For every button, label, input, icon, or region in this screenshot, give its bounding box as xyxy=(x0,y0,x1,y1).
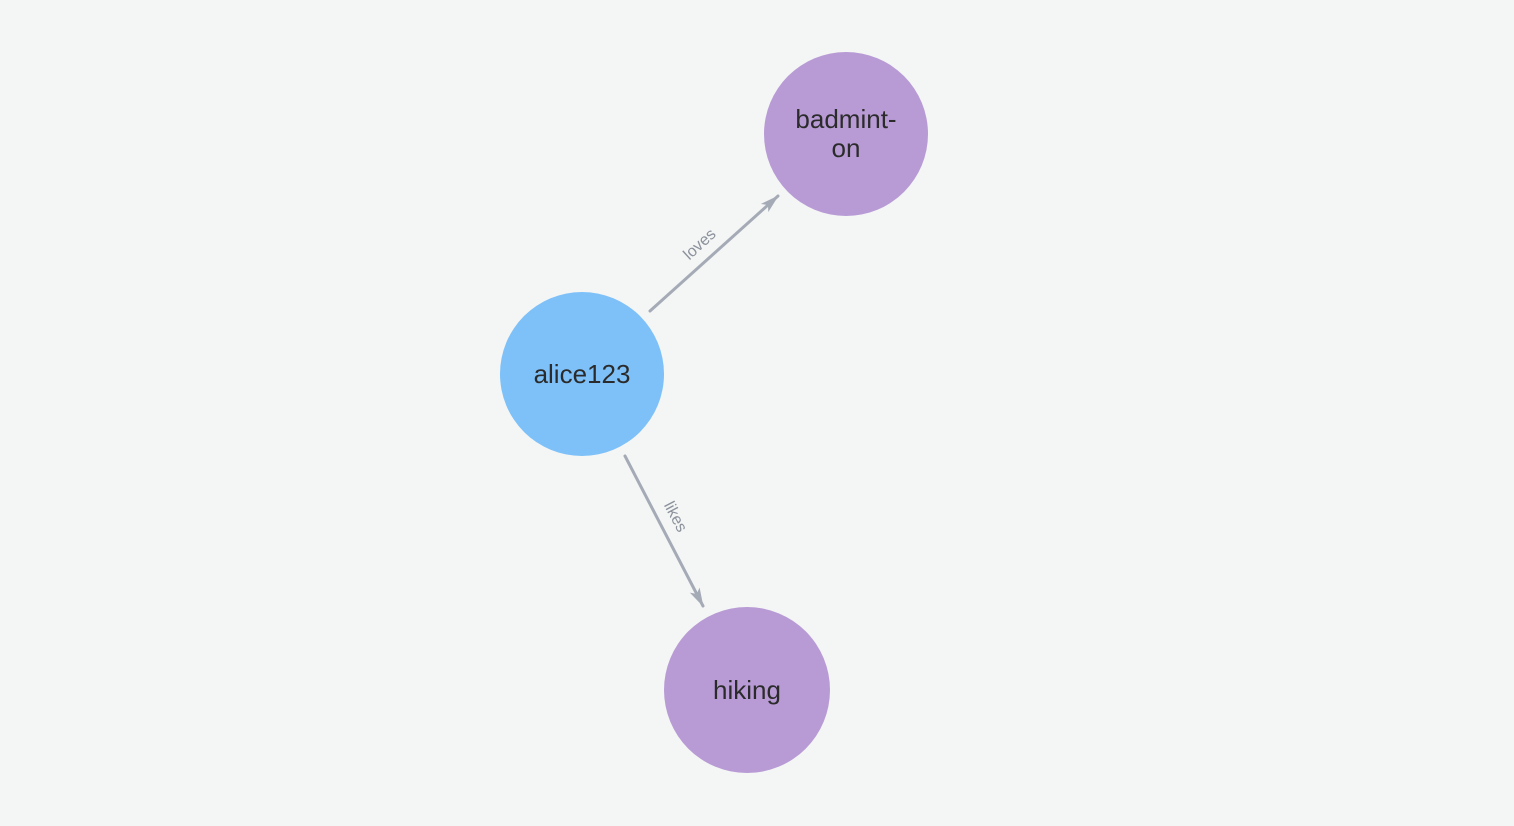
node-label-hiking: hiking xyxy=(713,674,781,705)
relationship-line-likes[interactable] xyxy=(623,454,705,608)
node-label-badminton: badmint- on xyxy=(795,104,897,163)
node-label-alice123: alice123 xyxy=(533,358,631,389)
node-alice123[interactable]: alice123 xyxy=(500,292,664,456)
relationship-line-loves[interactable] xyxy=(648,194,780,313)
node-hiking[interactable]: hiking xyxy=(664,607,830,773)
edge-alice123-likes-hiking[interactable]: likes xyxy=(623,454,705,608)
node-badminton[interactable]: badmint- on xyxy=(764,52,928,216)
edge-alice123-loves-badminton[interactable]: loves xyxy=(648,194,780,313)
relationship-label-loves[interactable]: loves xyxy=(680,226,719,264)
